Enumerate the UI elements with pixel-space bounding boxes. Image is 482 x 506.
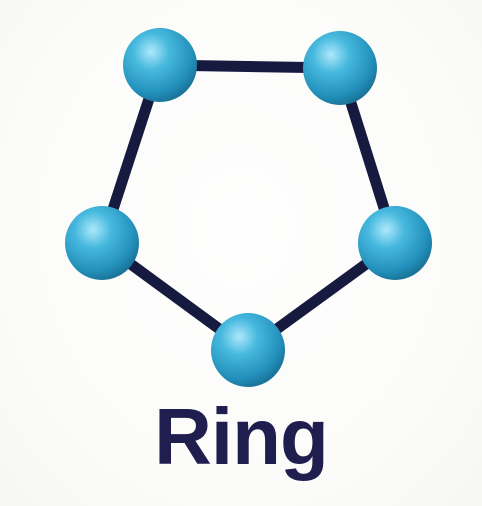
ring-node-left [65, 206, 139, 280]
ring-node-top-right [303, 31, 377, 105]
ring-node-bottom [211, 313, 285, 387]
ring-node-top-left [123, 28, 197, 102]
ring-node-right [358, 206, 432, 280]
diagram-label: Ring [154, 392, 329, 481]
